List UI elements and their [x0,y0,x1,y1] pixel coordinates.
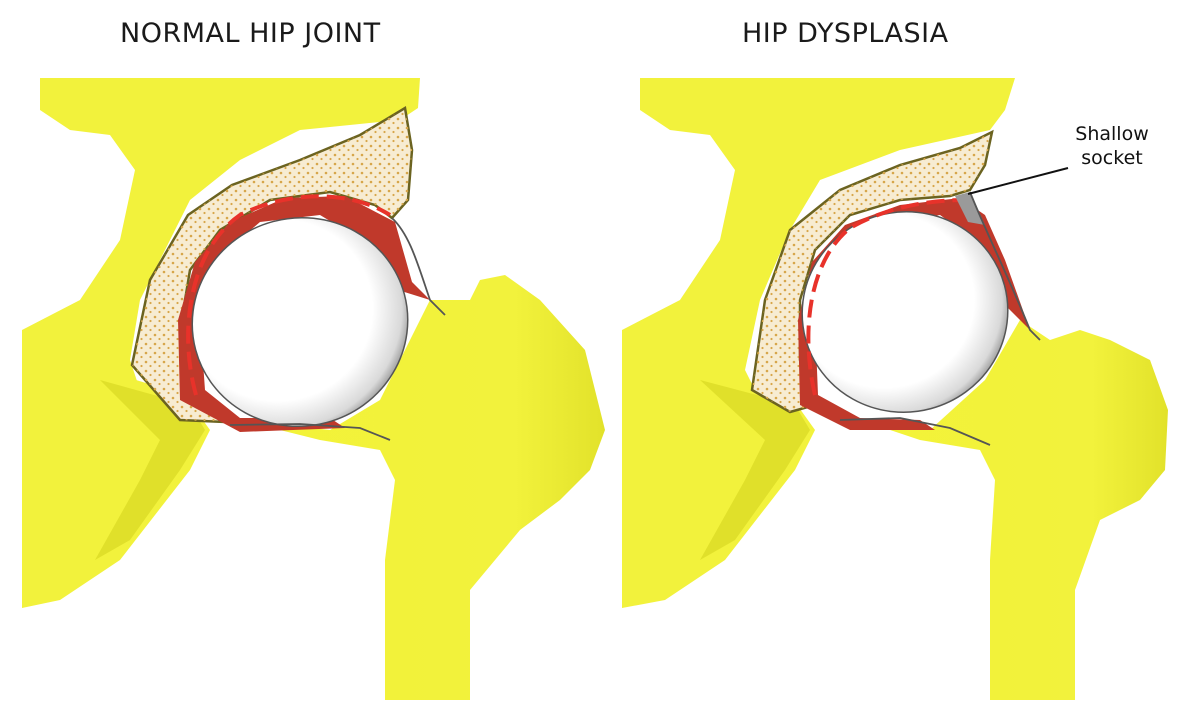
normal-hip-illustration [22,78,605,700]
dysplasia-cartilage [798,198,1030,430]
normal-cartilage [178,196,430,432]
callout-line-1: Shallow [1075,123,1149,145]
dysplasia-femur [860,320,1168,700]
normal-dashed-line [186,194,392,396]
callout-line-2: socket [1081,147,1143,169]
dysplasia-ischium-shadow [700,380,810,560]
dysplasia-title: HIP DYSPLASIA [742,18,949,49]
normal-ischium-shadow [95,380,205,560]
shallow-socket-callout: Shallow socket [1062,122,1162,170]
callout-leader-line [967,167,1069,195]
dysplasia-hip-illustration [622,78,1168,700]
normal-femur [240,275,605,700]
normal-hip-title: NORMAL HIP JOINT [120,18,381,49]
dysplasia-dashed-line [806,198,966,396]
normal-femoral-head [191,216,409,428]
shallow-socket-gap [955,192,985,225]
